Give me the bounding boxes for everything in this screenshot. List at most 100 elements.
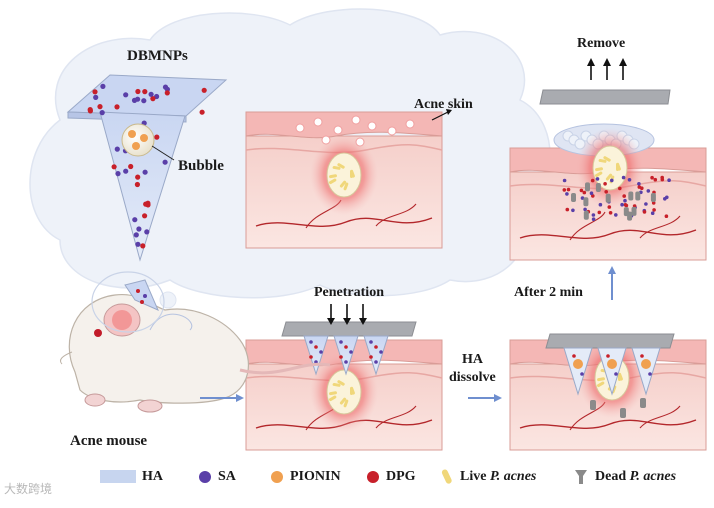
dead-bacteria (631, 206, 637, 216)
live-bacteria (616, 162, 621, 171)
drug-dot (590, 178, 595, 183)
drug-dot (123, 168, 129, 174)
drug-dot (87, 108, 93, 114)
drug-dot (142, 213, 148, 219)
drug-dot (111, 164, 117, 170)
drug-dot (623, 198, 627, 203)
drug-dot (614, 372, 618, 376)
legend-swatch-dead (575, 470, 587, 484)
drug-dot (369, 340, 373, 344)
drug-dot (608, 211, 613, 215)
drug-dot (583, 207, 587, 212)
dead-bacteria (585, 182, 590, 192)
drug-dot (660, 177, 665, 182)
live-bacteria (618, 372, 623, 381)
drug-dot (591, 194, 595, 198)
live-bacteria (329, 178, 337, 185)
drug-dot (622, 194, 626, 198)
blood-vessel (375, 405, 417, 429)
blood-vessel (639, 215, 681, 239)
skin-block-after (509, 123, 707, 261)
dead-bacteria (640, 398, 646, 408)
dead-bacteria (571, 193, 576, 202)
drug-dot (349, 350, 353, 354)
acne-skin-label: Acne skin (414, 97, 473, 112)
drug-dot (344, 360, 348, 364)
drug-dot (646, 189, 651, 193)
drug-dot (591, 217, 596, 221)
acne-mouse (59, 271, 331, 413)
drug-dot (154, 134, 160, 140)
drug-dot (580, 372, 584, 376)
drug-dot (132, 217, 138, 223)
live-bacteria (597, 381, 605, 388)
drug-dot (92, 89, 98, 95)
drug-dot (562, 178, 567, 183)
dead-bacteria (628, 191, 634, 201)
drug-dot (637, 182, 641, 186)
live-bacteria (329, 391, 338, 396)
drug-dot (582, 190, 587, 195)
ha-dissolve-label-line2: dissolve (449, 370, 496, 385)
live-bacteria (329, 174, 338, 179)
live-bacteria (350, 386, 355, 395)
flow-arrows (200, 266, 616, 402)
drug-dot (140, 243, 146, 249)
microneedle (363, 335, 389, 376)
drug-dot (572, 354, 576, 358)
drug-dot (603, 182, 607, 186)
pionin-particle (573, 359, 583, 369)
drug-dot (162, 159, 168, 165)
drug-dot (97, 104, 103, 110)
dead-bacteria (583, 210, 589, 220)
drug-dot (145, 200, 151, 206)
drug-dot (150, 96, 156, 102)
live-bacteria (343, 399, 349, 408)
drug-dot (128, 163, 134, 170)
legend-swatch-pionin (271, 471, 283, 483)
microneedle (597, 347, 627, 396)
live-bacteria (603, 156, 611, 162)
drug-dot (562, 188, 567, 192)
drug-dot (135, 88, 141, 95)
drug-dot (607, 205, 612, 209)
blood-vessel (639, 405, 681, 429)
live-bacteria (350, 169, 355, 178)
legend-swatch-sa (199, 471, 211, 483)
drug-dot (565, 207, 570, 212)
live-bacteria (595, 167, 604, 172)
acne-skin-pointer (431, 111, 449, 121)
skin-bump (405, 119, 415, 129)
live-bacteria (597, 377, 606, 382)
microneedle (303, 335, 329, 376)
live-bacteria (595, 171, 603, 178)
legend: HA SA PIONIN DPG Live P. acnes Dead P. a… (0, 462, 714, 503)
dead-bacteria (635, 191, 641, 201)
drug-dot (624, 203, 629, 208)
drug-dot (136, 226, 142, 232)
live-bacteria (605, 173, 613, 181)
drug-dot (142, 89, 148, 95)
drug-dot (114, 146, 120, 152)
drug-dot (664, 214, 669, 218)
legend-swatch-ha (100, 470, 136, 483)
drug-dot (597, 210, 602, 215)
drug-dot (134, 181, 140, 188)
legend-label-sa: SA (218, 469, 236, 484)
skin-block-dissolve (509, 333, 707, 451)
skin-block-penetration (245, 321, 443, 451)
drug-dot (606, 354, 610, 358)
drug-dot (610, 178, 614, 183)
drug-dot (374, 345, 378, 349)
legend-label-dpg: DPG (386, 469, 416, 484)
drug-dot (114, 104, 120, 110)
drug-dot (644, 202, 648, 206)
remove-label: Remove (577, 36, 626, 51)
drug-dot (580, 196, 585, 200)
drug-dot (667, 178, 671, 182)
skin-bump (321, 135, 331, 145)
legend-label-dead: Dead P. acnes (595, 469, 677, 484)
blood-vessel (375, 203, 417, 227)
legend-label-ha: HA (142, 469, 163, 484)
